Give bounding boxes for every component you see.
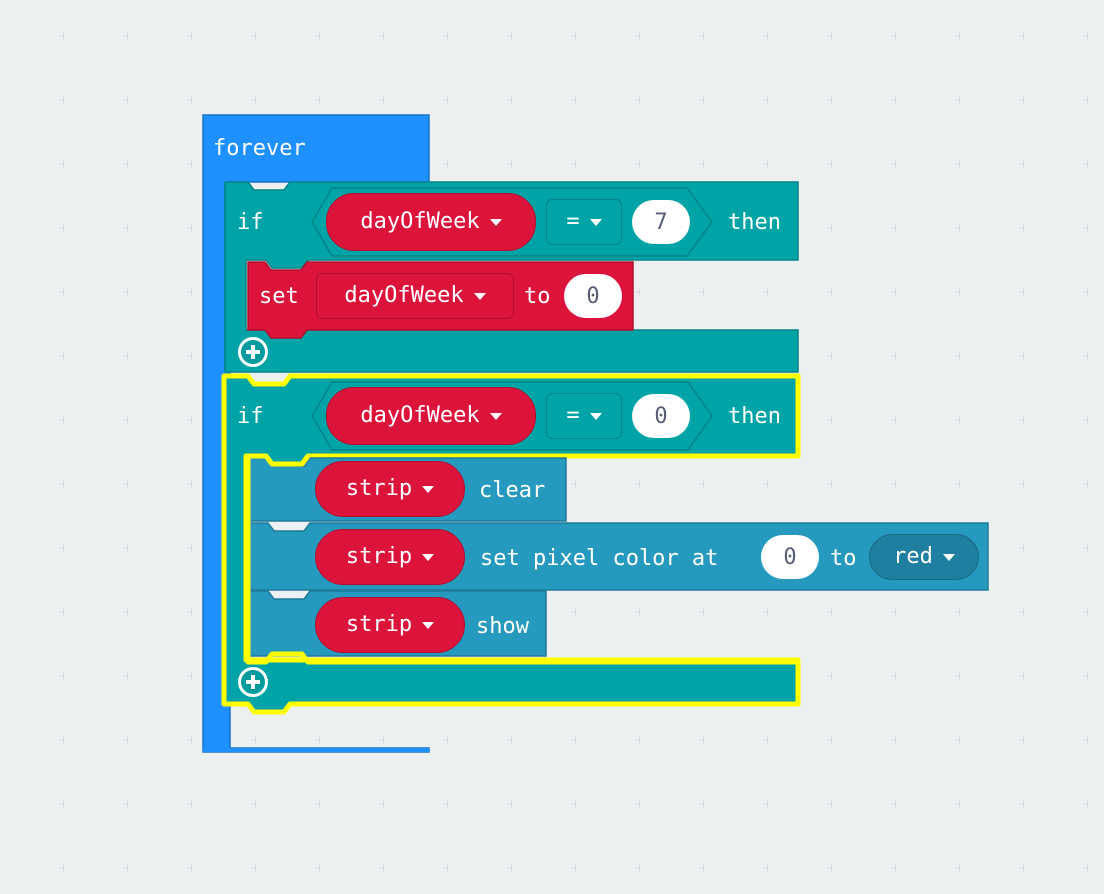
strip-pixel-action-label: set pixel color at [480,546,719,571]
if2-operator-label: = [566,403,580,428]
chevron-down-icon [589,218,602,226]
add-icon[interactable] [238,667,268,697]
chevron-down-icon [589,412,602,420]
forever-label: forever [213,136,306,161]
strip-pixel-to-label: to [830,546,857,571]
if1-variable-dropdown[interactable]: dayOfWeek [326,193,536,251]
strip-show-target-label: strip [345,612,413,637]
chevron-down-icon [489,218,502,226]
strip-pixel-index-input[interactable]: 0 [761,535,819,579]
chevron-down-icon [422,621,435,629]
if1-then-label: then [728,210,781,235]
add-icon[interactable] [238,337,268,367]
if2-then-label: then [728,404,781,429]
set-label: set [259,284,299,309]
strip-clear-action-label: clear [479,478,546,503]
strip-pixel-target-label: strip [345,544,413,569]
strip-pixel-color-dropdown[interactable]: red [869,534,979,580]
chevron-down-icon [422,553,435,561]
if1-operator-label: = [566,209,580,234]
strip-show-action-label: show [476,614,529,639]
if1-value-input[interactable]: 7 [632,200,690,244]
if1-label: if [237,210,264,235]
if2-operator-dropdown[interactable]: = [546,393,622,439]
if2-variable-dropdown[interactable]: dayOfWeek [326,387,536,445]
set-variable-dropdown[interactable]: dayOfWeek [316,273,514,319]
set-to-label: to [524,284,551,309]
chevron-down-icon [422,485,435,493]
chevron-down-icon [473,292,486,300]
if2-value-input[interactable]: 0 [632,394,690,438]
strip-clear-target-dropdown[interactable]: strip [315,461,465,517]
if2-variable-label: dayOfWeek [360,403,480,428]
if1-variable-label: dayOfWeek [360,209,480,234]
if2-label: if [237,404,264,429]
if1-operator-dropdown[interactable]: = [546,199,622,245]
chevron-down-icon [489,412,502,420]
strip-pixel-color-label: red [893,544,933,569]
strip-pixel-target-dropdown[interactable]: strip [315,529,465,585]
set-value-input[interactable]: 0 [564,274,622,318]
strip-show-target-dropdown[interactable]: strip [315,597,465,653]
set-variable-label: dayOfWeek [344,283,464,308]
strip-clear-target-label: strip [345,476,413,501]
chevron-down-icon [942,553,955,561]
